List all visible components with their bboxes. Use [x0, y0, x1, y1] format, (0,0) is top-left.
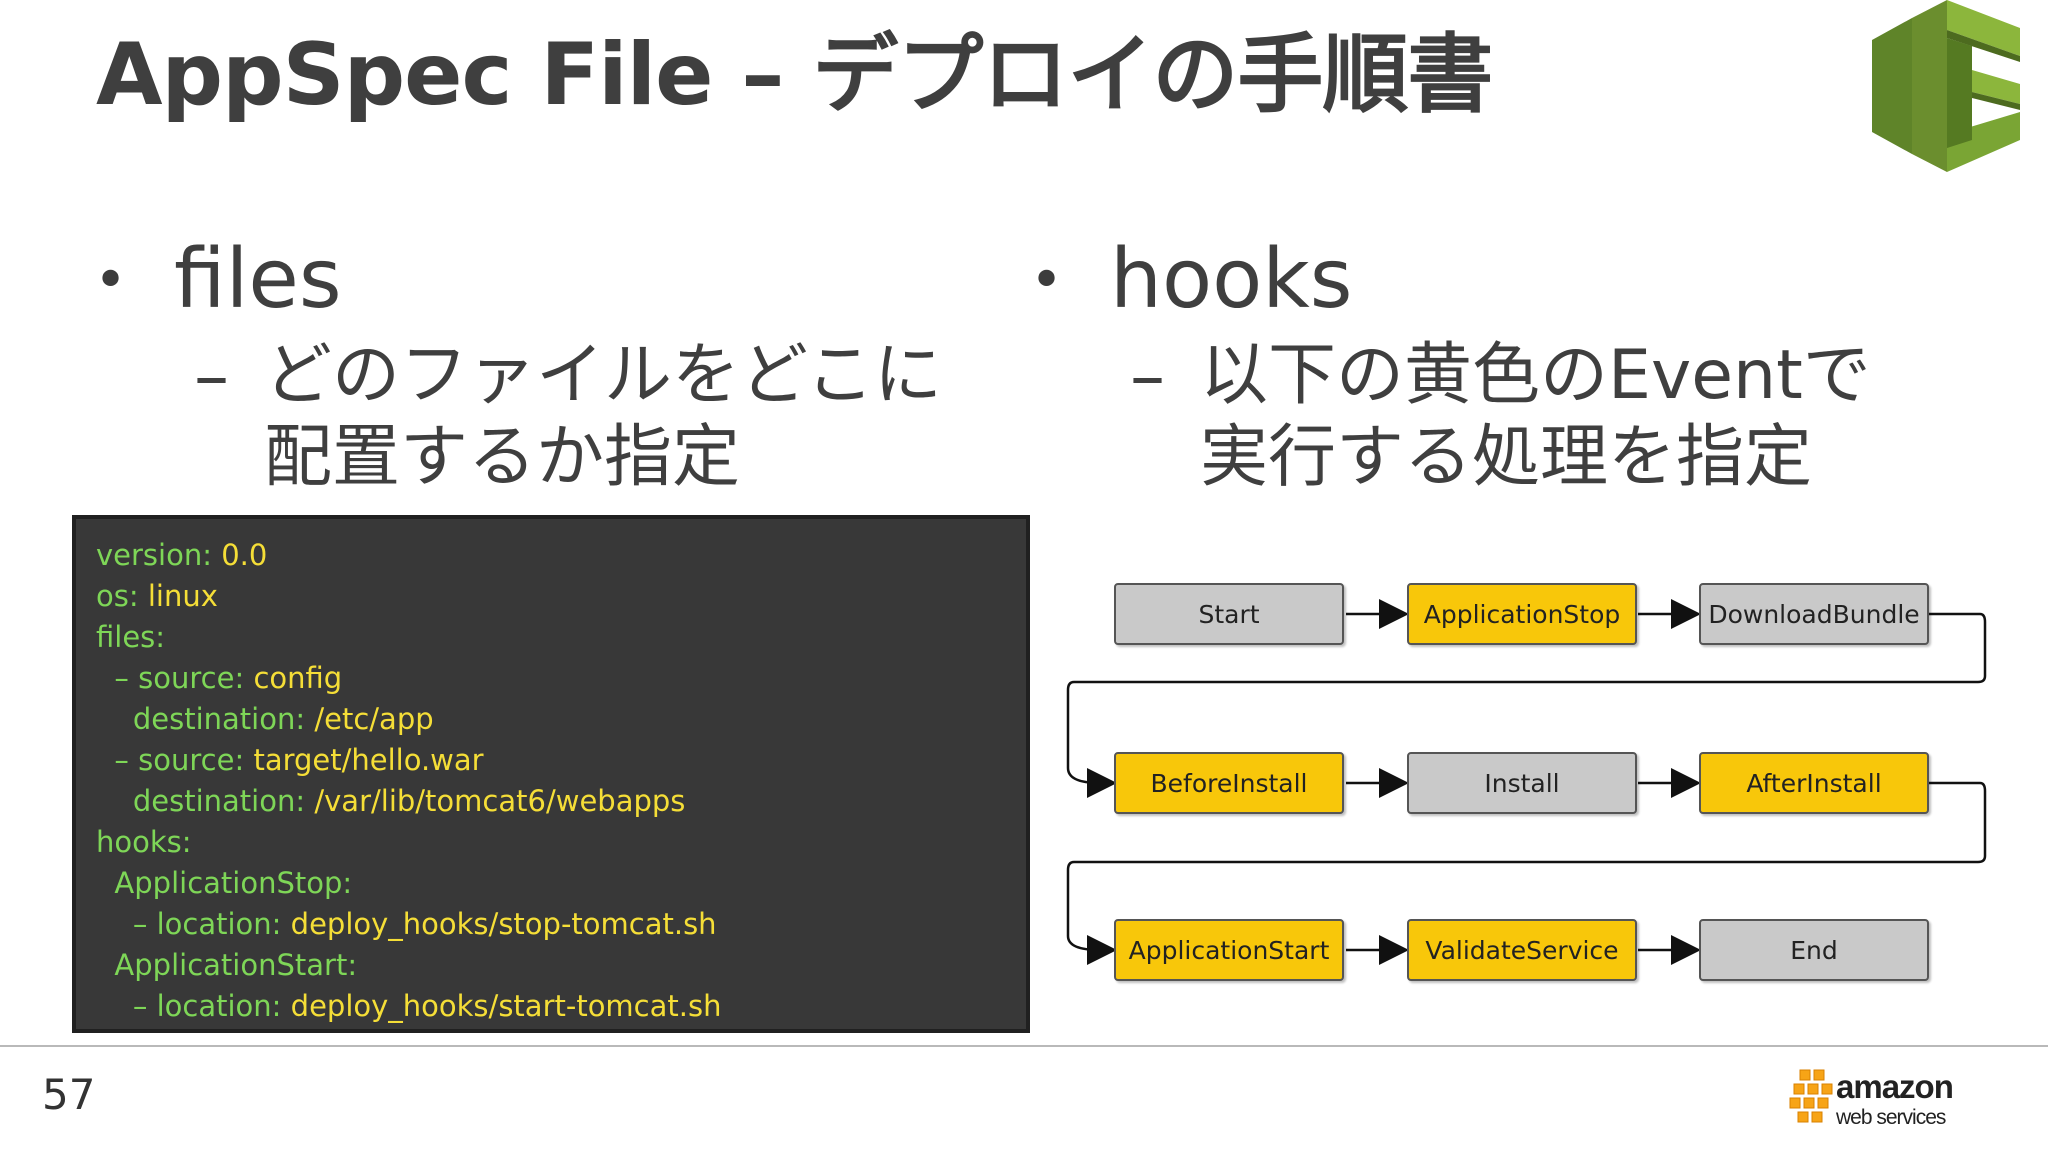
code-value: /etc/app — [314, 702, 434, 736]
hooks-heading: hooks — [1110, 232, 1353, 327]
aws-logo: amazon web services — [1788, 1068, 1958, 1134]
event-end: End — [1699, 919, 1929, 981]
event-application-start: ApplicationStart — [1114, 919, 1344, 981]
bullet-dot: • — [94, 247, 128, 313]
code-key: destination: — [96, 784, 315, 818]
aws-cubes-icon — [1789, 1069, 1833, 1123]
event-before-install: BeforeInstall — [1114, 752, 1344, 814]
appspec-code-block: version: 0.0 os: linux files: – source: … — [72, 515, 1030, 1033]
code-line: ApplicationStart: — [96, 945, 1006, 986]
hooks-description: – 以下の黄色のEventで 実行する処理を指定 — [1030, 335, 2010, 499]
deployment-lifecycle-diagram: Start ApplicationStop DownloadBundle Bef… — [1060, 570, 2000, 1010]
bullet-dot: • — [1030, 247, 1064, 313]
code-line: hooks: — [96, 822, 1006, 863]
code-key: destination: — [96, 702, 315, 736]
code-line: version: 0.0 — [96, 535, 1006, 576]
code-key: – source: — [96, 743, 254, 777]
code-value: deploy_hooks/start-tomcat.sh — [290, 989, 722, 1023]
files-heading: files — [174, 232, 342, 327]
dash-symbol: – — [194, 335, 229, 417]
code-line: os: linux — [96, 576, 1006, 617]
page-number: 57 — [42, 1070, 96, 1119]
flow-connectors — [1066, 599, 1987, 965]
code-value: 0.0 — [221, 538, 268, 572]
files-description-line-2: 配置するか指定 — [264, 418, 741, 497]
slide-title: AppSpec File – デプロイの手順書 — [96, 25, 1493, 125]
code-line: – source: target/hello.war — [96, 740, 1006, 781]
files-description-line-1: どのファイルをどこに — [264, 336, 942, 415]
aws-logo-word-amazon: amazon — [1836, 1068, 1954, 1105]
hooks-description-line-2: 実行する処理を指定 — [1200, 418, 1813, 497]
code-line: destination: /etc/app — [96, 699, 1006, 740]
code-value: /var/lib/tomcat6/webapps — [314, 784, 686, 818]
code-key: os: — [96, 579, 148, 613]
code-key: – location: — [96, 989, 291, 1023]
code-line: files: — [96, 617, 1006, 658]
code-line: – location: deploy_hooks/start-tomcat.sh — [96, 986, 1006, 1027]
hooks-section: • hooks – 以下の黄色のEventで 実行する処理を指定 — [1030, 225, 2010, 499]
code-value: config — [253, 661, 343, 695]
files-section: • files – どのファイルをどこに 配置するか指定 — [94, 225, 1014, 499]
files-bullet: • files — [94, 225, 1014, 335]
hooks-description-line-1: 以下の黄色のEventで — [1200, 336, 1871, 415]
aws-logo-word-web-services: web services — [1836, 1106, 1946, 1129]
event-validate-service: ValidateService — [1407, 919, 1637, 981]
footer-divider — [0, 1045, 2048, 1047]
code-line: – source: config — [96, 658, 1006, 699]
code-value: linux — [147, 579, 218, 613]
code-key: ApplicationStart: — [96, 948, 358, 982]
code-value: deploy_hooks/stop-tomcat.sh — [290, 907, 717, 941]
event-install: Install — [1407, 752, 1637, 814]
files-description: – どのファイルをどこに 配置するか指定 — [94, 335, 1014, 499]
hooks-bullet: • hooks — [1030, 225, 2010, 335]
code-line: – location: deploy_hooks/stop-tomcat.sh — [96, 904, 1006, 945]
files-description-text: どのファイルをどこに 配置するか指定 — [264, 335, 942, 499]
code-key: – source: — [96, 661, 254, 695]
code-key: files: — [96, 620, 166, 654]
code-line: destination: /var/lib/tomcat6/webapps — [96, 781, 1006, 822]
event-application-stop: ApplicationStop — [1407, 583, 1637, 645]
code-key: version: — [96, 538, 222, 572]
code-key: ApplicationStop: — [96, 866, 353, 900]
event-after-install: AfterInstall — [1699, 752, 1929, 814]
flow-arrows — [1066, 599, 1987, 965]
dash-symbol: – — [1130, 335, 1165, 417]
code-value: target/hello.war — [253, 743, 484, 777]
event-start: Start — [1114, 583, 1344, 645]
code-line: ApplicationStop: — [96, 863, 1006, 904]
hooks-description-text: 以下の黄色のEventで 実行する処理を指定 — [1200, 335, 1871, 499]
codedeploy-logo — [1872, 0, 2020, 172]
code-key: – location: — [96, 907, 291, 941]
code-key: hooks: — [96, 825, 192, 859]
event-download-bundle: DownloadBundle — [1699, 583, 1929, 645]
